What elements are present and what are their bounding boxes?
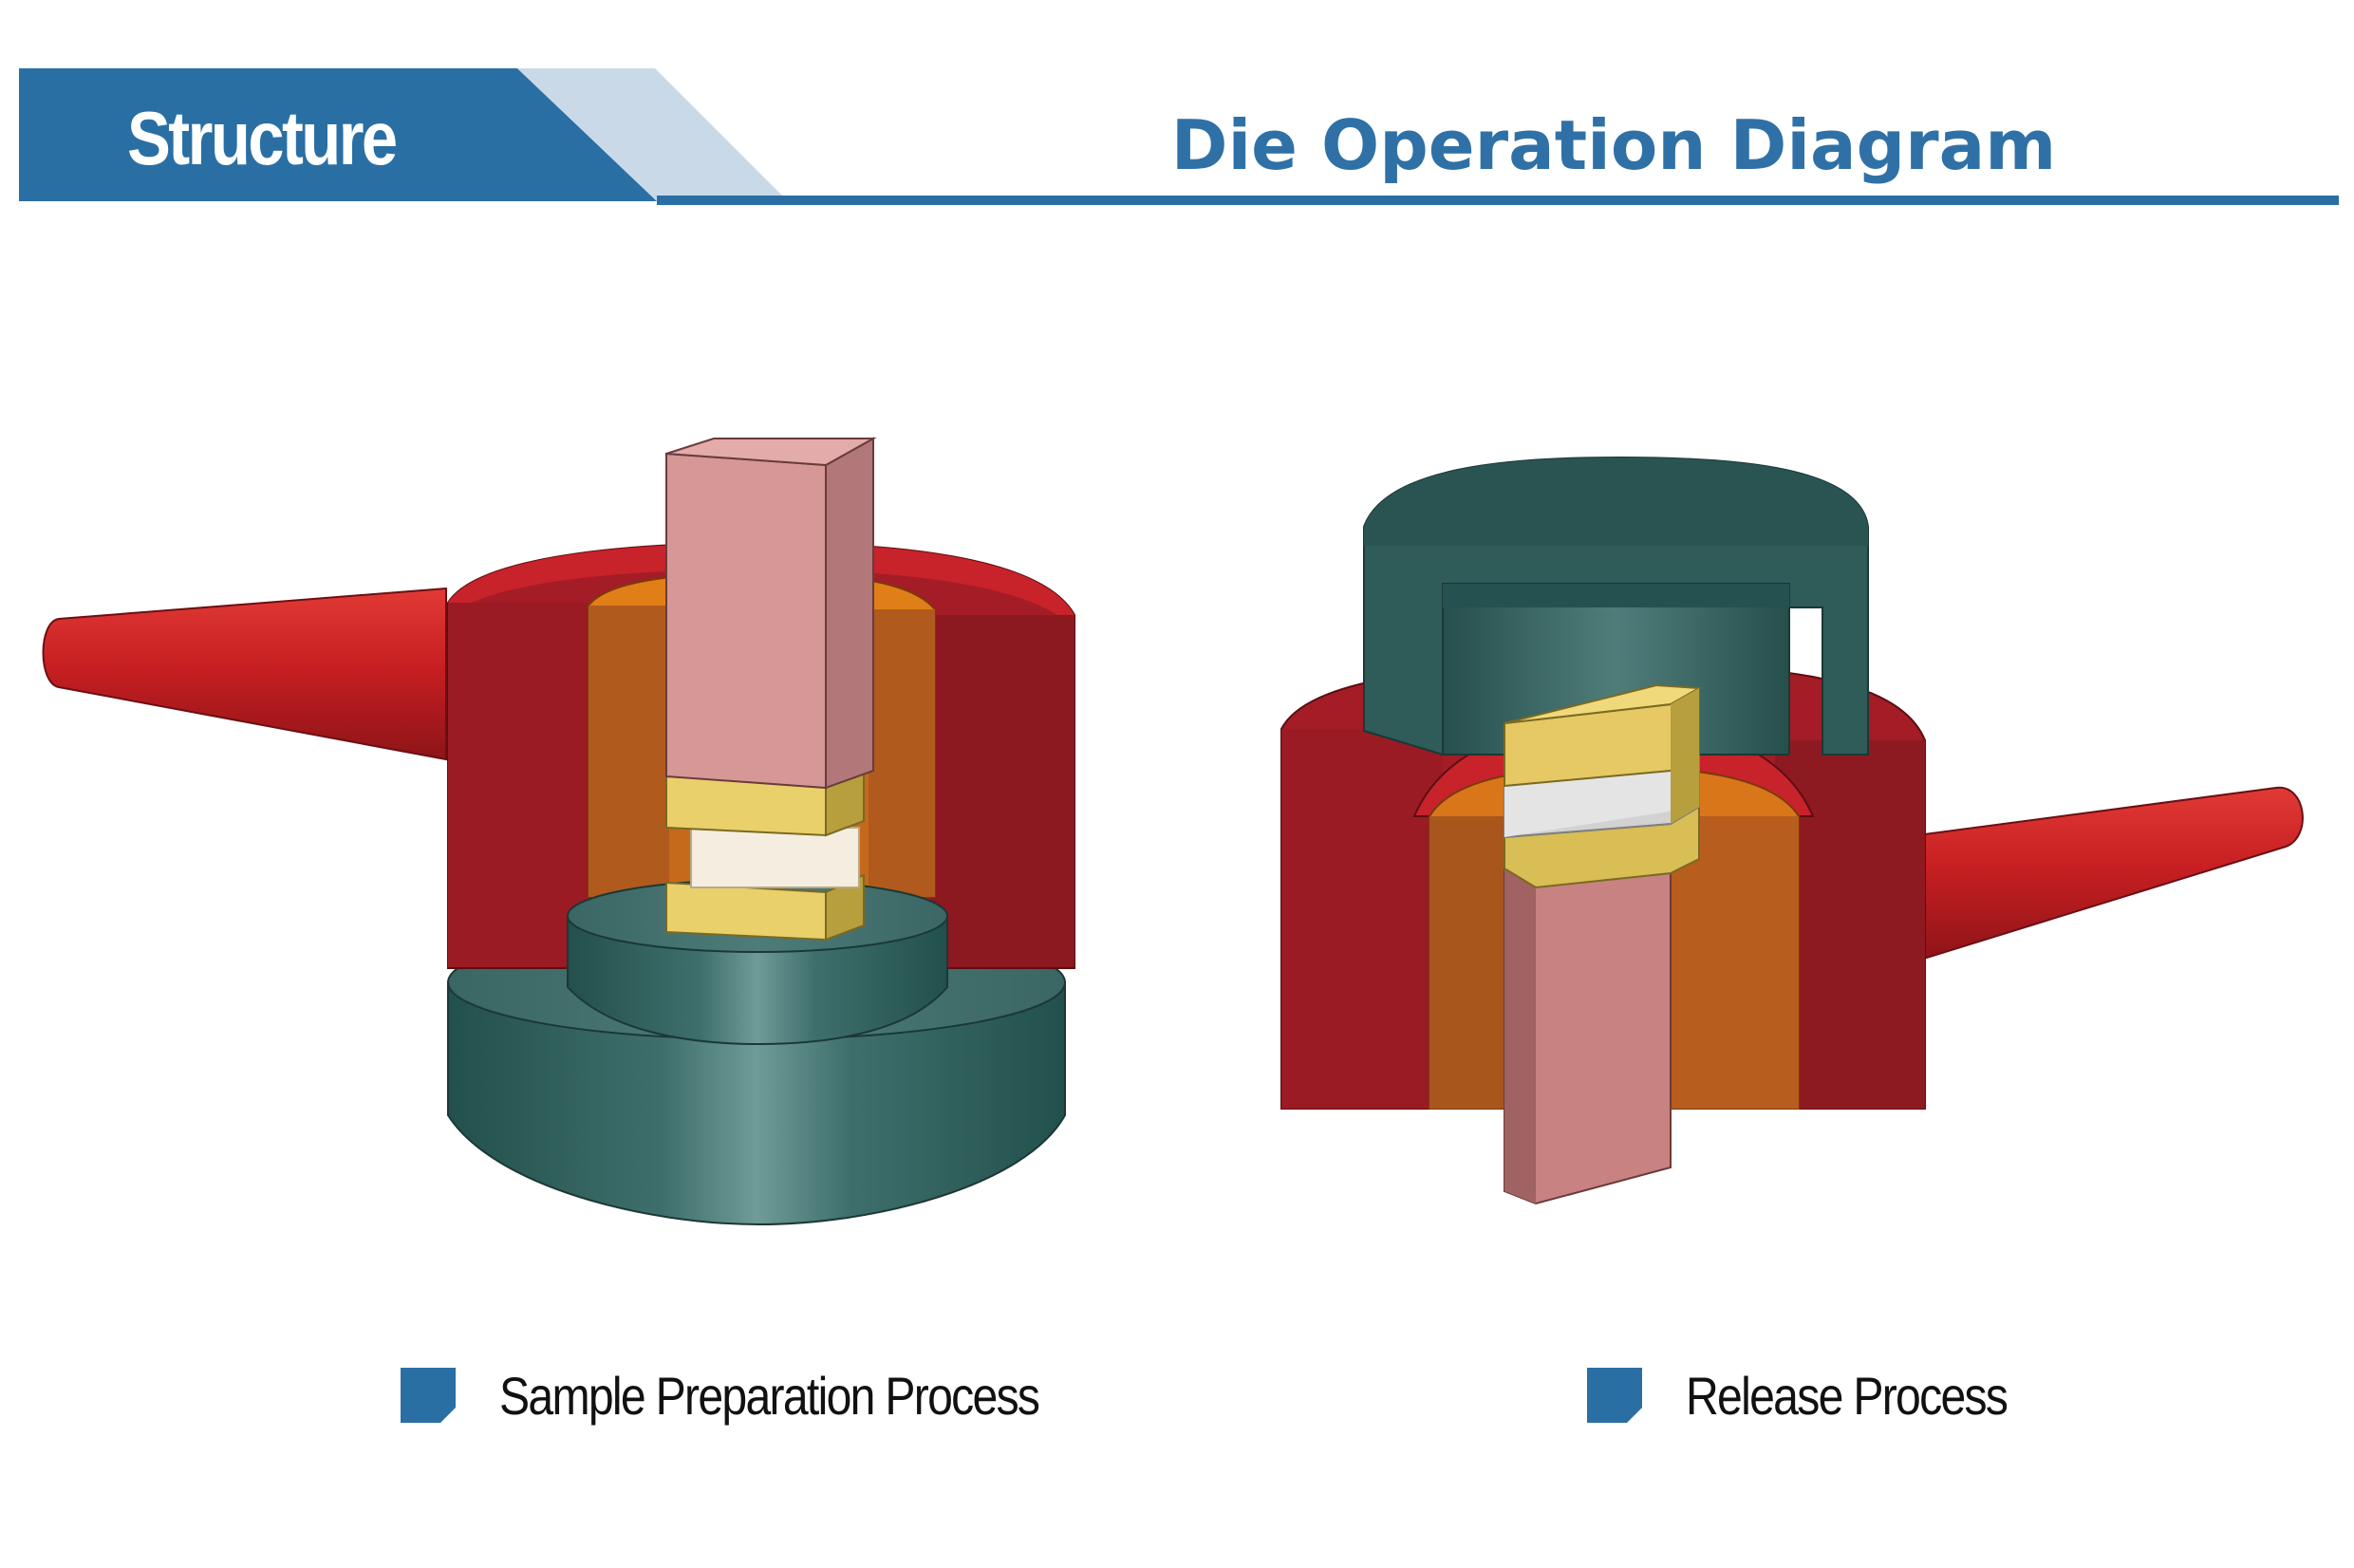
square-marker-icon (1587, 1368, 1642, 1423)
left-top-punch (665, 437, 877, 790)
caption-release-process: Release Process (1587, 1357, 2059, 1433)
tab-accent (517, 68, 788, 201)
left-sample-stack (665, 769, 865, 942)
caption-sample-preparation: Sample Preparation Process (401, 1357, 1127, 1433)
header-bar-graphic (19, 68, 2339, 205)
square-marker-icon (401, 1368, 456, 1423)
sample-preparation-figure (42, 437, 1075, 1226)
left-handle-rod (42, 587, 447, 761)
right-release-cap (1363, 456, 1869, 756)
right-bottom-punch (1504, 835, 1672, 1205)
release-process-figure (1280, 456, 2304, 1205)
right-handle-rod (1916, 786, 2304, 962)
header-banner: Structure Die Operation Diagram (0, 0, 2354, 228)
right-sample-stack (1504, 683, 1703, 889)
section-tab-label: Structure (127, 96, 398, 180)
caption-text: Sample Preparation Process (499, 1365, 1040, 1426)
tab-background (19, 68, 657, 201)
caption-text: Release Process (1686, 1365, 2008, 1426)
page-title: Die Operation Diagram (1170, 105, 2057, 185)
header-rule (657, 196, 2339, 205)
